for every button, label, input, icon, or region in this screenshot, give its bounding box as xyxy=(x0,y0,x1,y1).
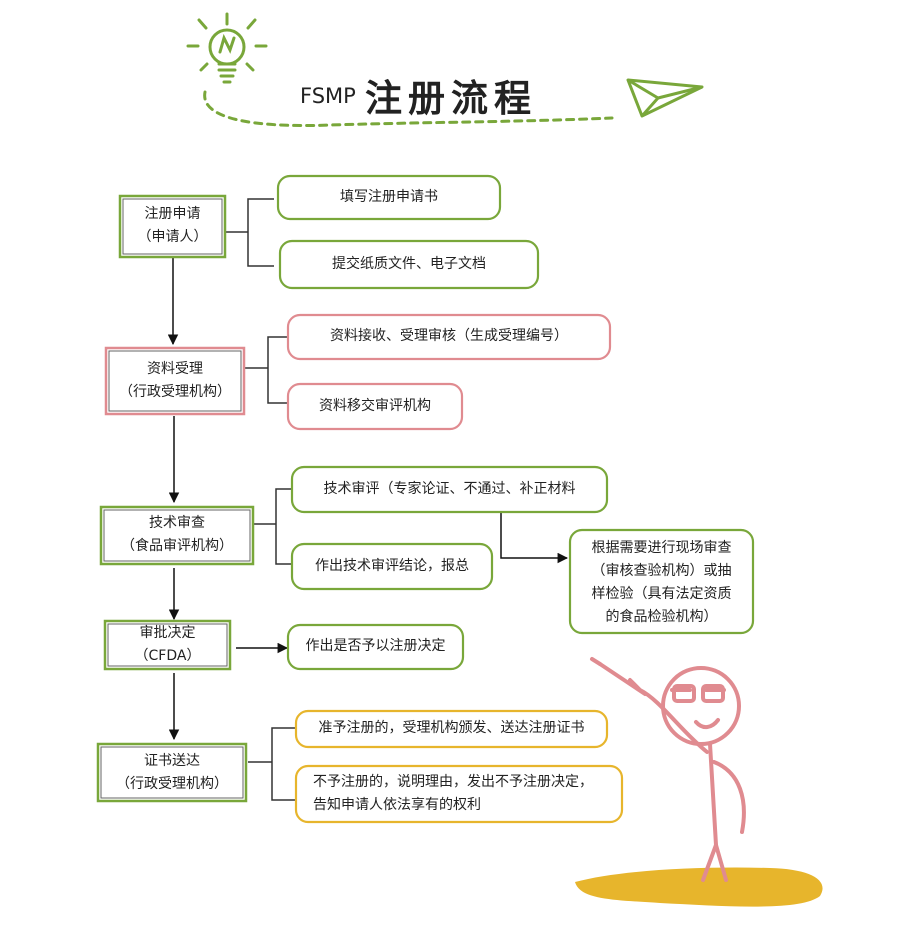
side-note-line-3: 样检验（具有法定资质 xyxy=(591,586,732,602)
stage-register-actor: （申请人） xyxy=(137,229,208,245)
page-title: 注册流程 xyxy=(365,77,537,120)
stage-box-register xyxy=(118,194,227,259)
side-note-line-1: 根据需要进行现场审查 xyxy=(591,540,732,556)
step-reject-line-2: 告知申请人依法享有的权利 xyxy=(313,797,481,813)
stage-box-accept xyxy=(104,346,246,416)
dashed-swoosh xyxy=(203,90,614,127)
teacher-stick-figure xyxy=(575,657,823,907)
step-review-conclusion: 作出技术审评结论，报总 xyxy=(315,558,469,574)
paper-plane-icon xyxy=(626,78,704,118)
step-technical-review: 技术审评（专家论证、不通过、补正材料 xyxy=(323,481,576,497)
stage-box-inner-lines xyxy=(100,198,251,799)
side-note-inspection: 根据需要进行现场审查 （审核查验机构）或抽 样检验（具有法定资质 的食品检验机构… xyxy=(570,537,753,629)
stage-accept-name: 资料受理 xyxy=(147,361,203,377)
stage-box-certificate xyxy=(96,742,248,803)
step-registration-decision: 作出是否予以注册决定 xyxy=(305,638,446,654)
stage-certificate-label: 证书送达 （行政受理机构） xyxy=(98,750,246,796)
stage-certificate-actor: （行政受理机构） xyxy=(116,776,228,792)
step-receive-review: 资料接收、受理审核（生成受理编号） xyxy=(330,328,568,344)
title-latin: FSMP xyxy=(300,84,356,108)
stage-review-label: 技术审查 （食品审评机构） xyxy=(101,512,253,558)
stage-accept-label: 资料受理 （行政受理机构） xyxy=(106,358,244,404)
side-note-line-2: （审核查验机构）或抽 xyxy=(591,563,732,579)
step-reject-line-1: 不予注册的，说明理由，发出不予注册决定， xyxy=(313,774,593,790)
stage-approve-actor: （CFDA） xyxy=(134,648,201,664)
stage-box-review xyxy=(99,505,255,566)
step-reject-registration: 不予注册的，说明理由，发出不予注册决定， 告知申请人依法享有的权利 xyxy=(313,771,593,817)
stage-review-actor: （食品审评机构） xyxy=(121,538,233,554)
step-fill-form: 填写注册申请书 xyxy=(340,189,438,205)
step-boxes xyxy=(276,174,755,824)
flow-arrows xyxy=(167,258,569,741)
stage-approve-label: 审批决定 （CFDA） xyxy=(105,622,230,668)
stage-boxes xyxy=(96,194,255,803)
stage-register-label: 注册申请 （申请人） xyxy=(120,203,225,249)
step-submit-docs: 提交纸质文件、电子文档 xyxy=(332,256,486,272)
lightbulb-icon xyxy=(186,12,268,84)
step-transfer-docs: 资料移交审评机构 xyxy=(319,398,431,414)
bracket-connectors xyxy=(225,198,296,801)
stage-review-name: 技术审查 xyxy=(149,515,205,531)
stage-certificate-name: 证书送达 xyxy=(144,753,200,769)
step-grant-certificate: 准予注册的，受理机构颁发、送达注册证书 xyxy=(318,720,585,736)
stage-box-approve xyxy=(103,619,232,671)
stage-accept-actor: （行政受理机构） xyxy=(119,384,231,400)
stage-register-name: 注册申请 xyxy=(144,206,201,222)
side-note-line-4: 的食品检验机构） xyxy=(605,609,718,625)
stage-approve-name: 审批决定 xyxy=(139,625,196,641)
